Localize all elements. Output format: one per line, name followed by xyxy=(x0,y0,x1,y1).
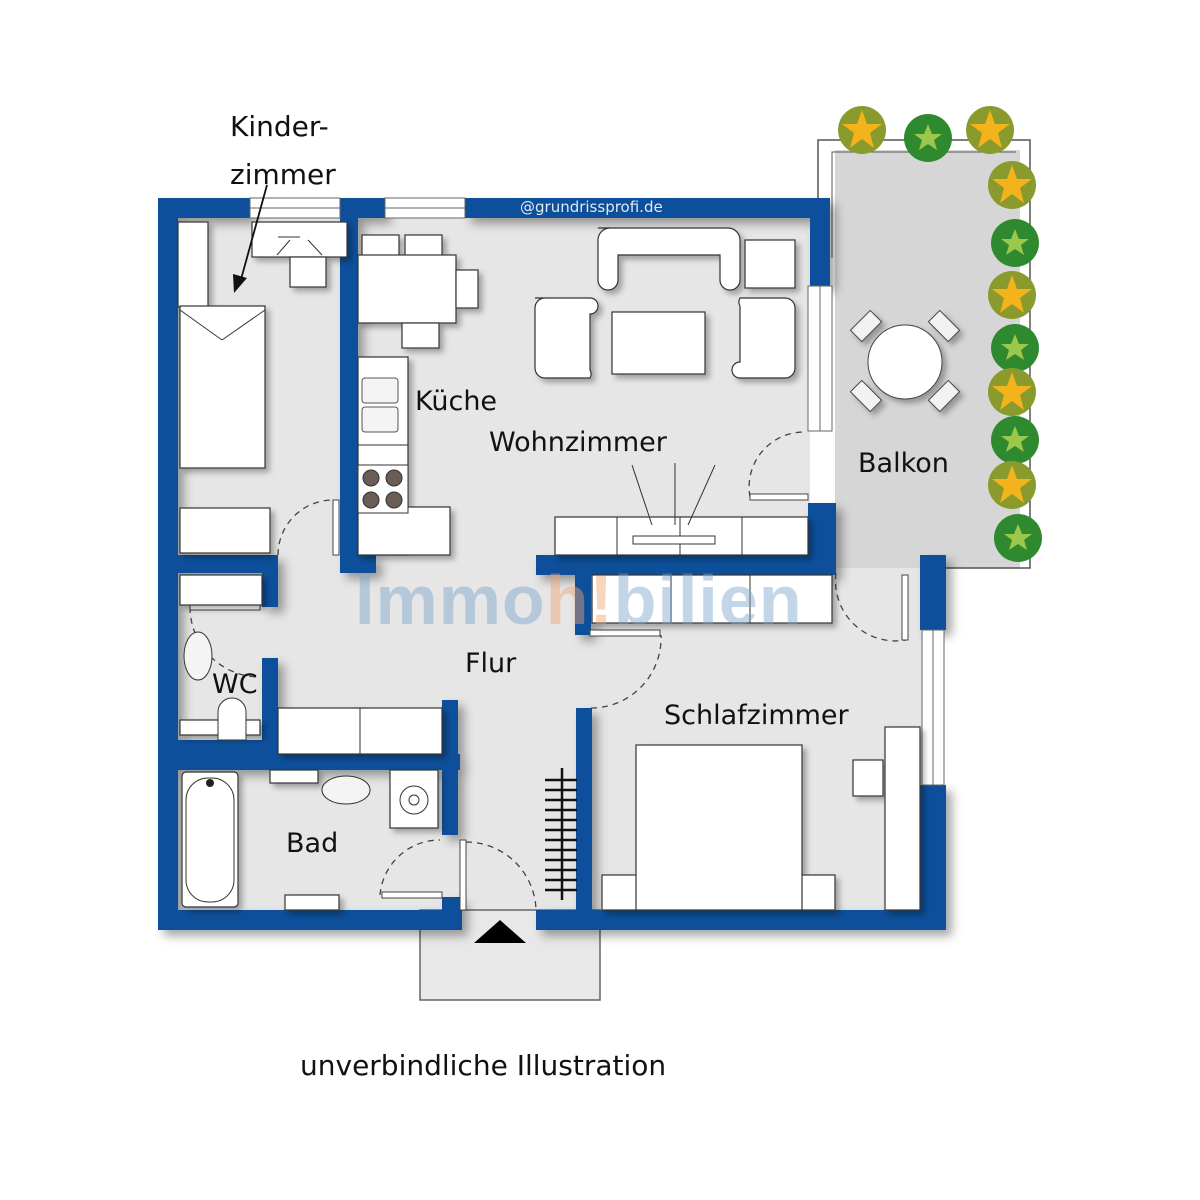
desk-chair xyxy=(289,256,327,288)
room-label-wohnzimmer: Wohnzimmer xyxy=(489,427,667,458)
balcony-table-set xyxy=(849,309,961,413)
watermark-part2: bilien xyxy=(613,561,803,639)
plant-icon xyxy=(991,324,1039,372)
plant-icon xyxy=(904,114,952,162)
bathroom-sink-icon xyxy=(321,775,371,805)
door-leaves xyxy=(189,493,909,911)
toilet-icon xyxy=(217,697,247,741)
bedroom-desk xyxy=(884,726,921,911)
dining-table xyxy=(357,254,457,324)
washing-machine-icon xyxy=(399,785,429,815)
wardrobe xyxy=(177,221,209,308)
disclaimer-caption: unverbindliche Illustration xyxy=(300,1049,667,1082)
windows xyxy=(249,197,945,786)
copyright-text: @grundrissprofi.de xyxy=(520,198,663,216)
plant-icon xyxy=(988,271,1036,319)
plant-icon xyxy=(988,161,1036,209)
tv xyxy=(632,535,716,545)
plant-icon xyxy=(991,416,1039,464)
watermark-accent: h! xyxy=(545,561,614,639)
plant-icon xyxy=(991,219,1039,267)
flur-wardrobe xyxy=(591,574,833,624)
plant-icon xyxy=(838,106,886,154)
armchair-right xyxy=(731,297,796,379)
entrance-arrow-icon xyxy=(474,920,526,943)
plant-icon xyxy=(988,461,1036,509)
furniture-details xyxy=(179,236,751,754)
wc-sink-icon xyxy=(183,631,213,681)
sink-icon xyxy=(361,377,399,433)
radiator-icon xyxy=(545,768,577,900)
double-bed xyxy=(635,744,803,911)
washing-machine xyxy=(389,769,439,829)
watermark-part1: Immo xyxy=(355,561,546,639)
desk xyxy=(251,221,348,258)
door-swings xyxy=(189,431,907,911)
shelf xyxy=(179,574,263,606)
stove-icon xyxy=(357,464,409,514)
plant-icon xyxy=(994,514,1042,562)
room-label-wc: WC xyxy=(212,669,258,700)
kinderzimmer-line1: Kinder- xyxy=(230,110,329,143)
kinderzimmer-line2: zimmer xyxy=(230,158,336,191)
dresser xyxy=(179,507,271,554)
room-label-bad: Bad xyxy=(286,828,339,859)
room-label-balkon: Balkon xyxy=(858,448,949,479)
armchair-left xyxy=(534,297,599,379)
plant-icon xyxy=(988,368,1036,416)
room-label-kueche: Küche xyxy=(415,386,498,417)
sofa xyxy=(597,227,741,291)
walls xyxy=(158,198,946,930)
plant-icon xyxy=(966,106,1014,154)
plants xyxy=(838,106,1042,562)
bathtub-icon xyxy=(185,777,235,903)
kinderzimmer-arrow-icon xyxy=(233,184,268,293)
coffee-table xyxy=(611,311,706,375)
bed xyxy=(179,305,266,469)
room-label-schlafzimmer: Schlafzimmer xyxy=(664,700,849,731)
room-label-flur: Flur xyxy=(465,648,517,679)
room-label-kinderzimmer: Kinder-zimmer xyxy=(230,103,336,199)
watermark: Immoh!bilien xyxy=(355,565,803,635)
